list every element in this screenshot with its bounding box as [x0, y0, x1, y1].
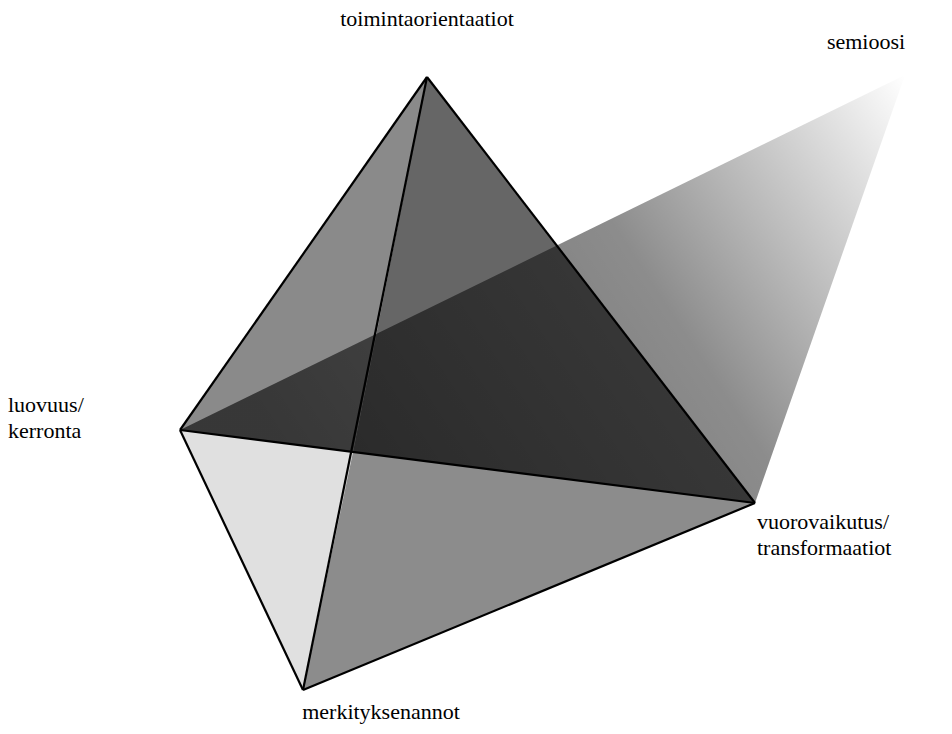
- tetrahedron-edges: [180, 77, 755, 690]
- vertex-label: toimintaorientaatiot: [297, 6, 557, 32]
- semiosis-shadow: [180, 75, 905, 503]
- vertex-label: vuorovaikutus/ transformaatiot: [757, 509, 942, 561]
- vertex-label: merkityksenannot: [261, 699, 501, 725]
- vertex-label: semioosi: [796, 29, 936, 55]
- vertex-label: luovuus/ kerronta: [8, 392, 118, 444]
